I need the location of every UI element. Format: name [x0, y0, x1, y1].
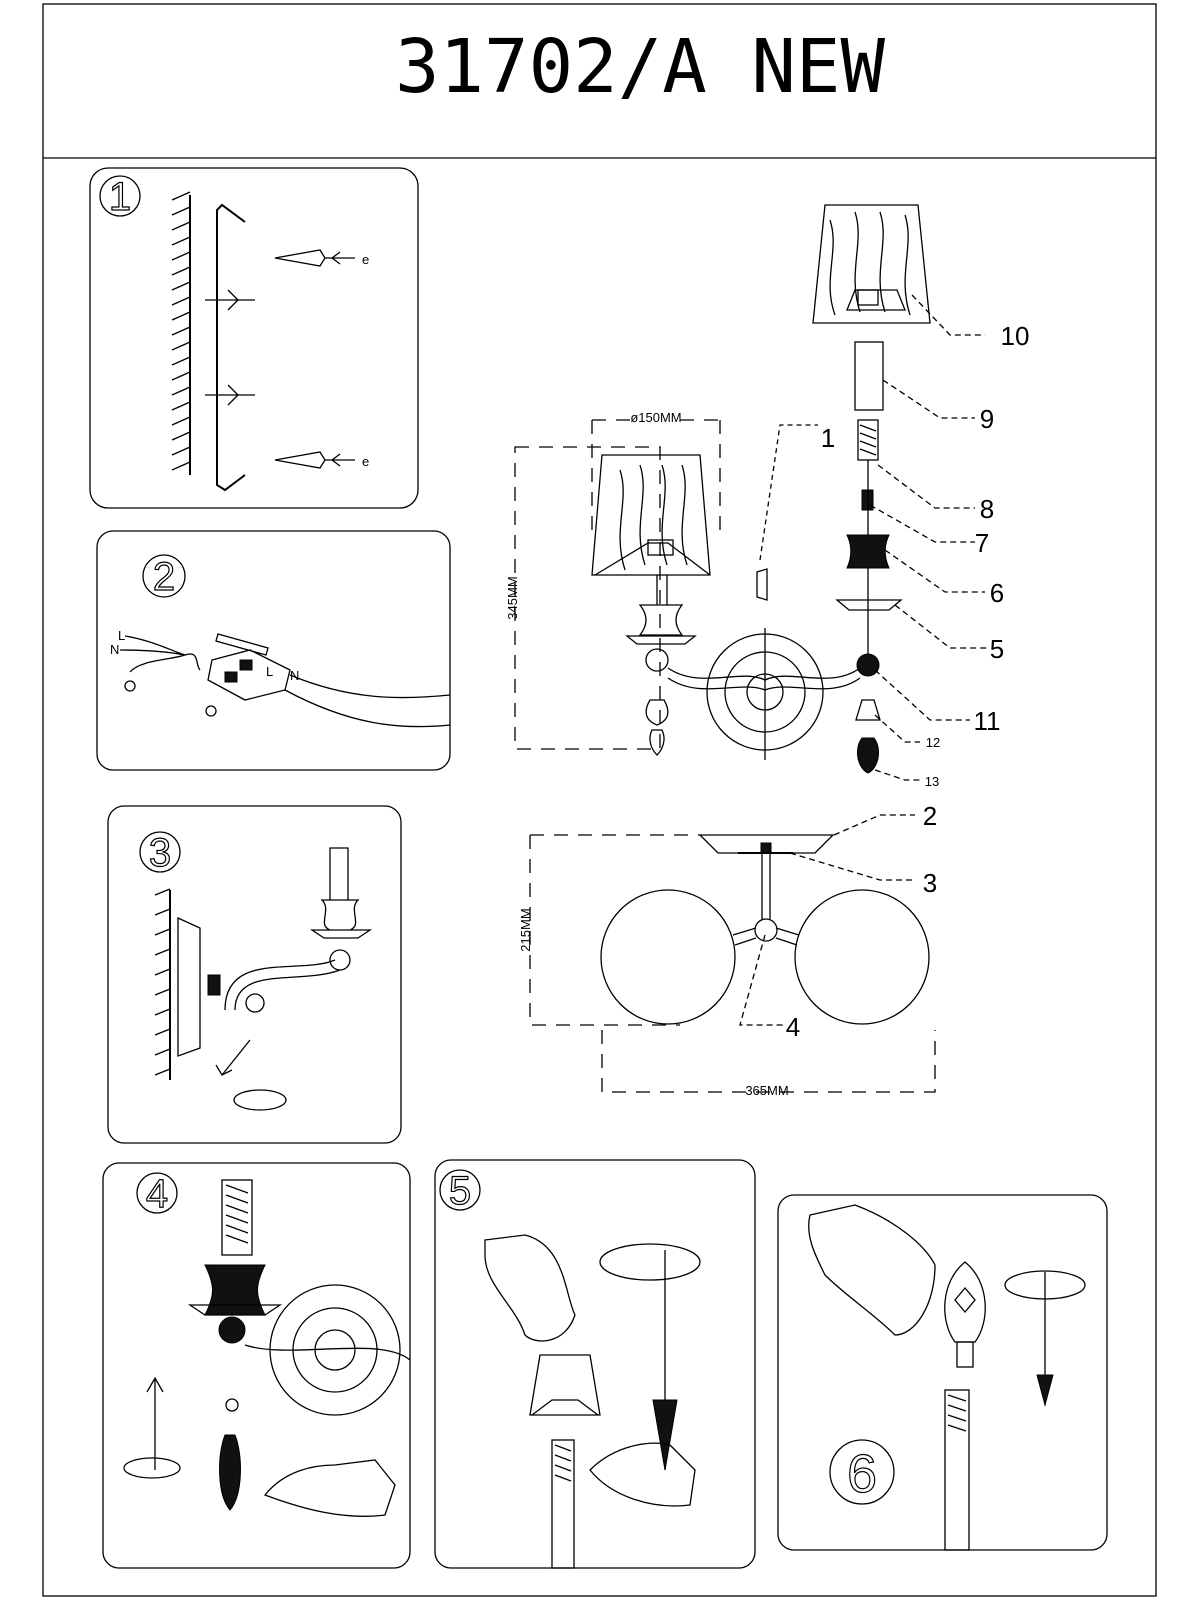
terminal-block	[207, 649, 291, 701]
step-1-badge	[99, 175, 141, 217]
step-6-badge	[829, 1439, 895, 1505]
top-view-drawing: 215MM 365MM 2 3 4	[518, 801, 937, 1098]
rotate-arrow-icon	[123, 1457, 181, 1479]
wall-plate	[698, 834, 835, 854]
up-arrow-icon	[146, 1376, 164, 1470]
part-label-3: 3	[923, 868, 937, 898]
part-label-6: 6	[990, 578, 1004, 608]
part-1-bracket	[756, 568, 768, 601]
light-bulb-icon	[944, 1261, 986, 1343]
arms	[667, 667, 861, 691]
step-4-number: 4	[146, 1172, 168, 1216]
height-dimension-box	[514, 446, 661, 750]
wire-label-neutral-out: N	[290, 668, 299, 683]
lamp-shade	[529, 1354, 601, 1416]
step-3-number: 3	[149, 831, 171, 875]
hand-icon	[589, 1442, 696, 1507]
step-4-panel: 4	[102, 1162, 411, 1569]
hand-icon	[263, 1459, 396, 1517]
knuckle	[856, 653, 880, 677]
wall-anchor-screw-icon	[274, 451, 355, 469]
step-1-panel: 1 e e	[89, 167, 419, 509]
step-4-badge	[136, 1172, 178, 1214]
wall-plate	[177, 916, 201, 1057]
power-cable	[284, 674, 451, 728]
svg-text:e: e	[362, 252, 369, 267]
bobeche	[835, 599, 903, 611]
candle-holder	[625, 575, 697, 645]
height-label: 345MM	[505, 576, 520, 619]
front-view-drawing: ø150MM 345MM	[505, 204, 1030, 789]
finial	[855, 699, 881, 721]
wire-label-neutral-in: N	[110, 642, 119, 657]
part-label-11: 11	[974, 706, 1001, 736]
candle-holder	[309, 847, 373, 939]
lamp-socket	[551, 1439, 575, 1569]
wire-label-live-in: L	[118, 628, 125, 643]
wall-hatch-icon	[171, 191, 191, 475]
part-label-5: 5	[990, 634, 1004, 664]
part-label-4: 4	[786, 1012, 800, 1042]
step-5-panel: 5	[434, 1159, 756, 1569]
lamp-socket	[944, 1389, 970, 1551]
candle-sleeve	[854, 341, 884, 411]
hand-icon	[808, 1204, 936, 1336]
candle-cup	[846, 534, 890, 569]
depth-label: 215MM	[518, 908, 533, 951]
input-wires	[119, 635, 201, 673]
shade-diameter-label: ø150MM	[630, 410, 681, 425]
step-5-badge	[439, 1169, 481, 1211]
crystal-drop	[645, 699, 669, 756]
step-6-number: 6	[847, 1444, 877, 1504]
right-shade-circle	[794, 889, 930, 1025]
ground-symbol-icon	[205, 705, 217, 717]
lamp-shade	[591, 454, 711, 576]
step-3-badge	[139, 831, 181, 873]
hand-icon	[484, 1234, 576, 1342]
wire-label-live-out: L	[266, 664, 273, 679]
document-title: 31702/A NEW	[395, 24, 886, 110]
rotate-arrow-icon	[599, 1243, 701, 1281]
step-2-panel: 2 L N L N	[96, 530, 451, 771]
crystal-pendant	[219, 1434, 241, 1511]
svg-text:e: e	[362, 454, 369, 469]
push-arrow-icon	[221, 1039, 251, 1076]
step-5-number: 5	[449, 1169, 471, 1213]
lamp-socket	[221, 1179, 253, 1256]
page-frame	[42, 3, 1157, 1597]
part-label-7: 7	[975, 528, 989, 558]
mounting-bracket	[216, 203, 246, 492]
part-label-12: 12	[926, 735, 940, 750]
candle-cup	[204, 1264, 266, 1316]
rotate-arrow-icon	[233, 1089, 287, 1111]
part-label-13: 13	[925, 774, 939, 789]
width-label: 365MM	[745, 1083, 788, 1098]
step-3-panel: 3	[107, 805, 402, 1144]
step-1-number: 1	[109, 175, 131, 219]
step-2-badge	[142, 554, 186, 598]
part-label-1: 1	[821, 423, 835, 453]
exploded-lamp-shade	[812, 204, 931, 324]
bracket-clips	[205, 289, 255, 406]
ground-symbol-icon	[124, 680, 136, 692]
part-label-9: 9	[980, 404, 994, 434]
wall-anchor-screw-icon	[274, 249, 355, 267]
part-label-2: 2	[923, 801, 937, 831]
sconce-arm	[224, 959, 341, 1011]
crystal-drop	[856, 737, 880, 774]
part-label-10: 10	[1001, 321, 1030, 351]
part-label-8: 8	[980, 494, 994, 524]
terminal-cover	[215, 633, 269, 656]
step-2-number: 2	[153, 555, 175, 599]
left-shade-circle	[600, 889, 736, 1025]
step-6-panel: 6	[777, 1194, 1108, 1551]
